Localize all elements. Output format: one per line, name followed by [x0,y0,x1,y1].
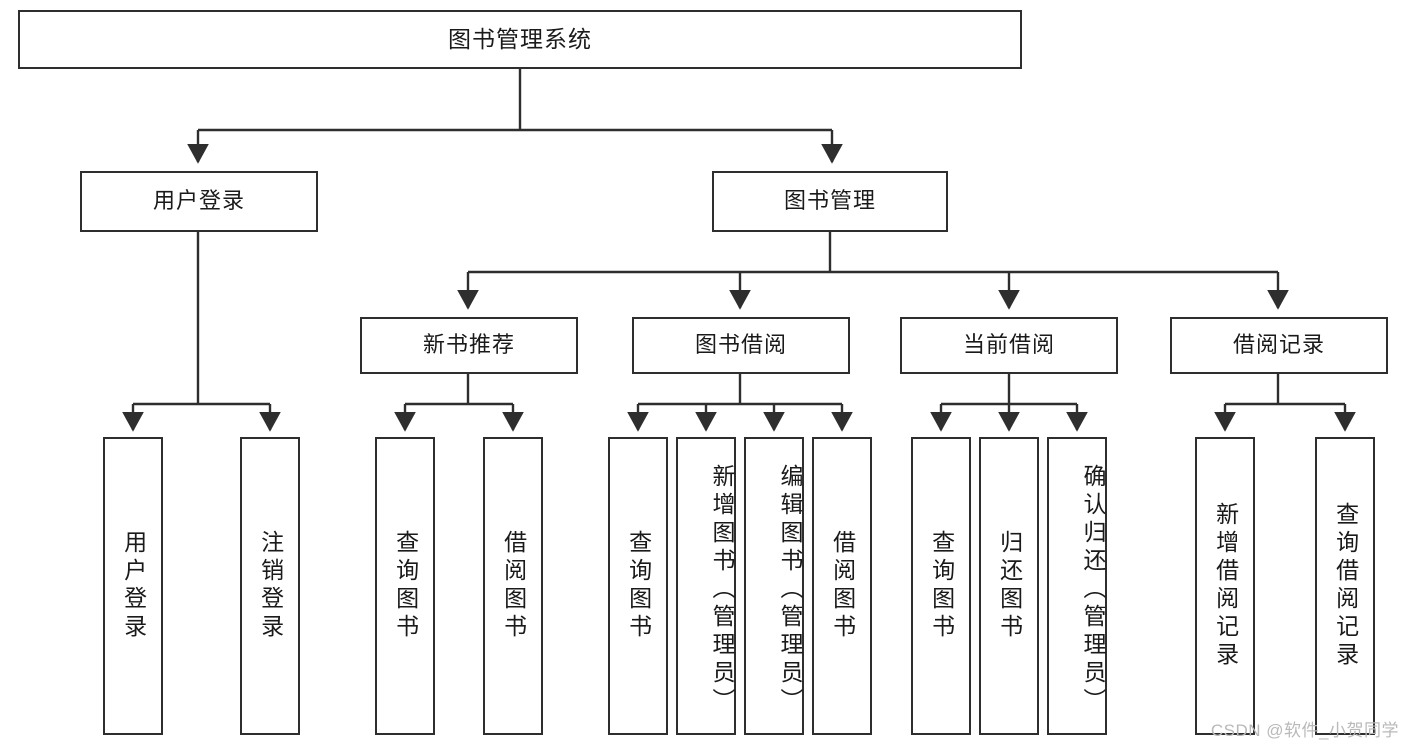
leaf-new-book-query[interactable]: 查询图书 [375,437,435,735]
leaf-user-login-logout[interactable]: 注销登录 [240,437,300,735]
leaf-borrow-edit-book-admin[interactable]: 编辑图书（管理员） [744,437,804,735]
leaf-record-query-record[interactable]: 查询借阅记录 [1315,437,1375,735]
leaf-new-book-borrow[interactable]: 借阅图书 [483,437,543,735]
leaf-borrow-add-book-admin[interactable]: 新增图书（管理员） [676,437,736,735]
leaf-record-add-record[interactable]: 新增借阅记录 [1195,437,1255,735]
leaf-current-confirm-return-admin[interactable]: 确认归还（管理员） [1047,437,1107,735]
node-book-borrow[interactable]: 图书借阅 [632,317,850,374]
leaf-borrow-query-book[interactable]: 查询图书 [608,437,668,735]
node-current-borrow[interactable]: 当前借阅 [900,317,1118,374]
leaf-current-return-book[interactable]: 归还图书 [979,437,1039,735]
leaf-user-login-login[interactable]: 用户登录 [103,437,163,735]
node-user-login[interactable]: 用户登录 [80,171,318,232]
leaf-borrow-borrow-book[interactable]: 借阅图书 [812,437,872,735]
node-book-management[interactable]: 图书管理 [712,171,948,232]
node-root-system[interactable]: 图书管理系统 [18,10,1022,69]
node-borrow-record[interactable]: 借阅记录 [1170,317,1388,374]
node-new-book-recommend[interactable]: 新书推荐 [360,317,578,374]
leaf-current-query-book[interactable]: 查询图书 [911,437,971,735]
csdn-watermark: CSDN @软件_小贺同学 [1210,721,1399,740]
